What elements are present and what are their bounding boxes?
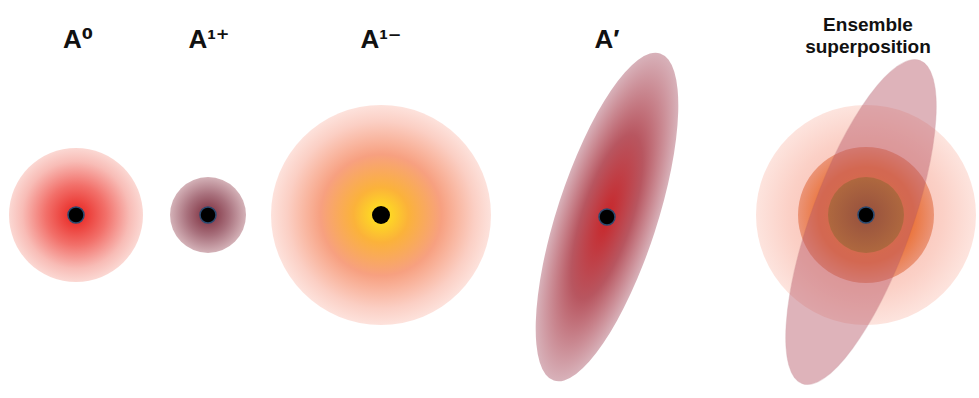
ensemble-cloud xyxy=(755,43,976,398)
cloud-label: A′ xyxy=(594,25,619,55)
cloud-label: A¹⁺ xyxy=(188,25,229,55)
a0-cloud xyxy=(9,148,143,282)
a1minus-cloud xyxy=(271,105,491,325)
a1plus-cloud xyxy=(170,177,246,253)
cloud-label: A¹⁻ xyxy=(360,25,401,55)
cloud-label: A⁰ xyxy=(63,25,93,55)
cloud-label: Ensemble superposition xyxy=(788,14,948,58)
a-prime-cloud xyxy=(506,38,707,396)
